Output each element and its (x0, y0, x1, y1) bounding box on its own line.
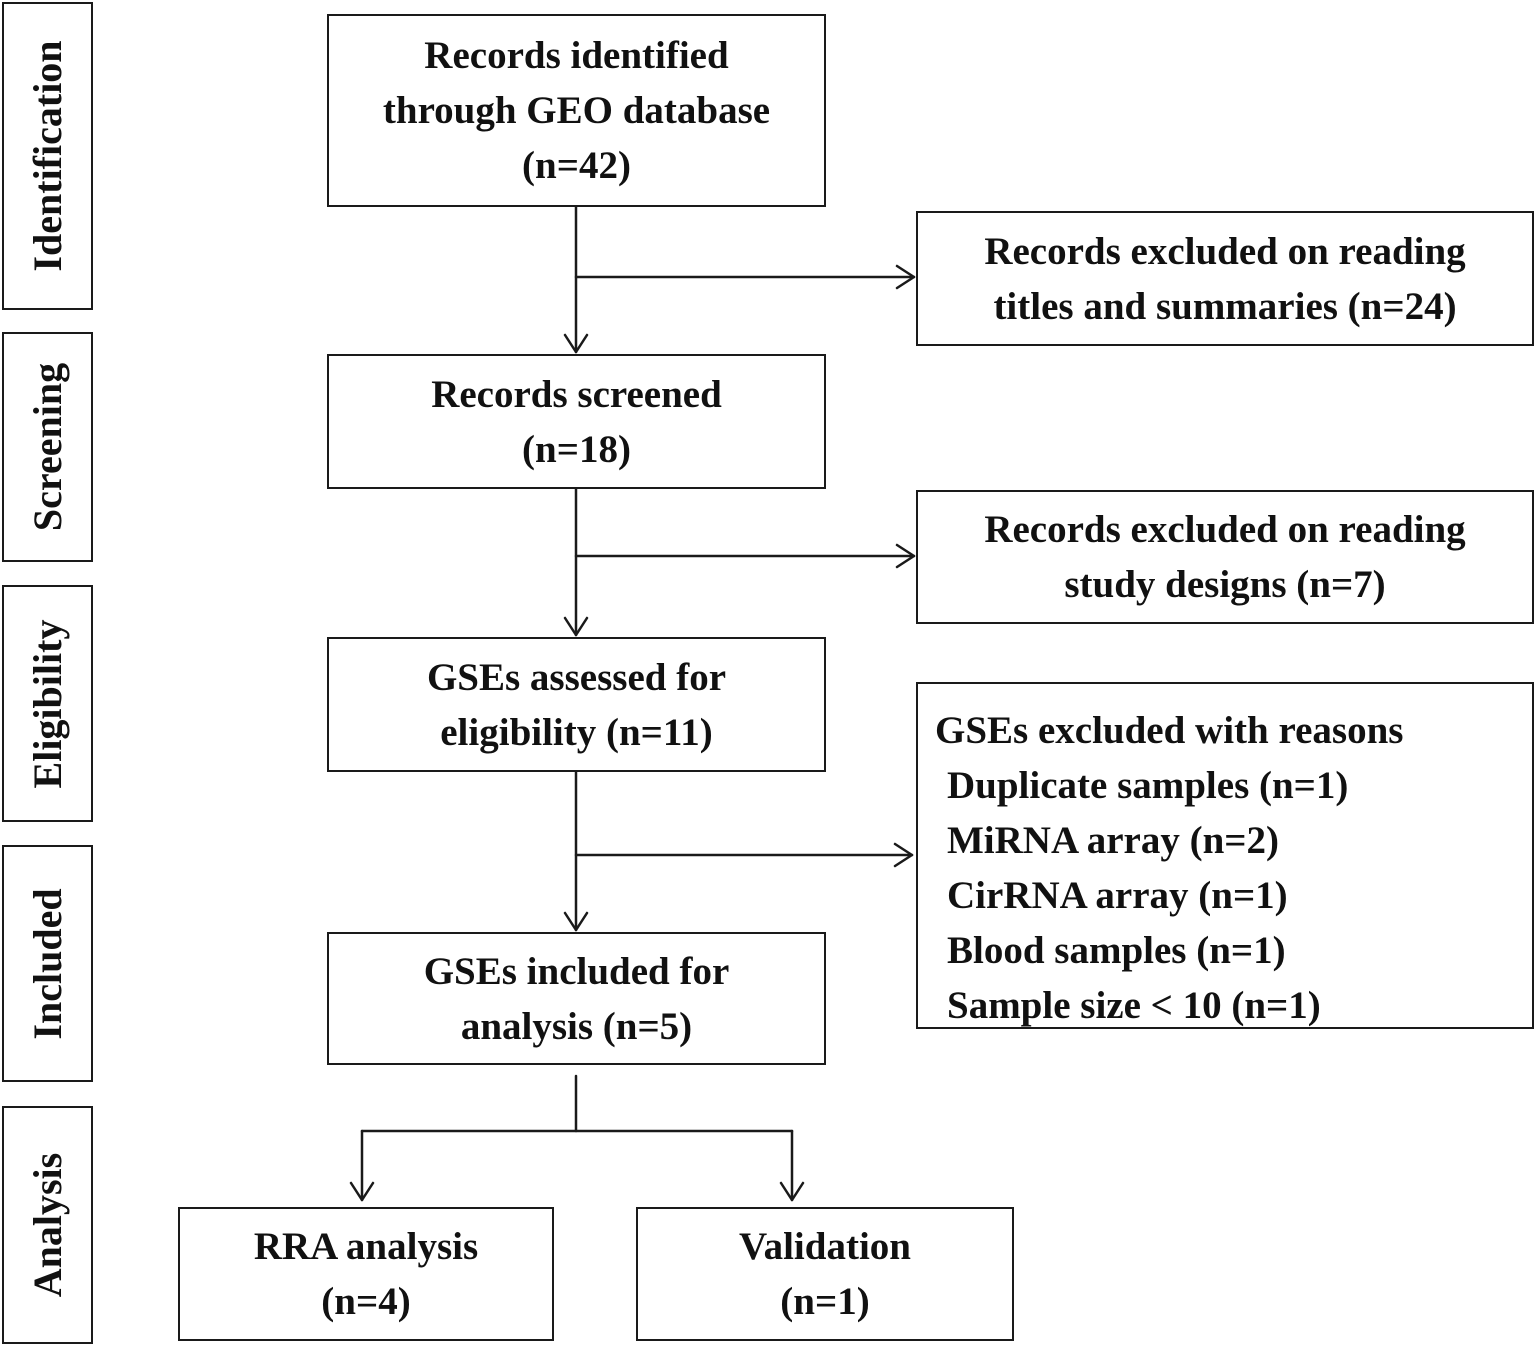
box-records-identified-line-2: through GEO database (382, 89, 771, 132)
arrowhead-excluded-designs (895, 543, 916, 569)
arrowhead-included (563, 911, 589, 932)
excluded-reason-item: Sample size < 10 (n=1) (947, 984, 1321, 1027)
excluded-reason-item: Blood samples (n=1) (947, 929, 1286, 972)
excluded-reasons-heading: GSEs excluded with reasons (935, 709, 1404, 752)
stage-identification: Identification (2, 2, 93, 310)
arrowhead-screened (563, 333, 589, 354)
arrowhead-rra (349, 1181, 375, 1202)
excluded-reason-item: CirRNA array (n=1) (947, 874, 1288, 917)
box-records-screened: Records screened (n=18) (327, 354, 826, 489)
box-validation: Validation (n=1) (636, 1207, 1014, 1341)
box-records-screened-line-1: Records screened (431, 372, 722, 416)
arrowhead-eligibility (563, 616, 589, 637)
box-gses-eligibility-line-1: GSEs assessed for (426, 655, 727, 699)
box-rra-analysis: RRA analysis (n=4) (178, 1207, 554, 1341)
stage-screening: Screening (2, 332, 93, 562)
arrowhead-validation (779, 1181, 805, 1202)
box-gses-included-line-2: analysis (n=5) (460, 1004, 693, 1048)
box-records-excluded-designs-line-1: Records excluded on reading (984, 508, 1466, 551)
excluded-reason-item: MiRNA array (n=2) (947, 819, 1279, 862)
box-records-excluded-designs: Records excluded on reading study design… (916, 490, 1534, 624)
arrowhead-excluded-titles (895, 264, 916, 290)
stage-eligibility: Eligibility (2, 585, 93, 822)
box-records-identified: Records identified through GEO database … (327, 14, 826, 207)
box-records-excluded-titles-line-1: Records excluded on reading (984, 229, 1466, 273)
excluded-reason-item: Duplicate samples (n=1) (947, 764, 1349, 807)
box-rra-analysis-line-1: RRA analysis (253, 1225, 479, 1268)
box-gses-included-line-1: GSEs included for (423, 949, 730, 993)
stage-analysis: Analysis (2, 1106, 93, 1344)
box-gses-eligibility-line-2: eligibility (n=11) (440, 710, 713, 754)
box-records-identified-line-1: Records identified (424, 34, 729, 77)
box-records-excluded-titles-line-2: titles and summaries (n=24) (993, 284, 1457, 328)
box-gses-eligibility: GSEs assessed for eligibility (n=11) (327, 637, 826, 772)
arrowhead-excluded-reasons (893, 842, 914, 868)
box-records-excluded-titles: Records excluded on reading titles and s… (916, 211, 1534, 346)
box-gses-excluded-reasons: GSEs excluded with reasons Duplicate sam… (916, 682, 1534, 1029)
box-rra-analysis-line-2: (n=4) (321, 1280, 411, 1323)
box-gses-included: GSEs included for analysis (n=5) (327, 932, 826, 1065)
box-records-excluded-designs-line-2: study designs (n=7) (1064, 563, 1386, 606)
box-validation-line-1: Validation (739, 1225, 911, 1268)
box-records-screened-line-2: (n=18) (522, 427, 631, 471)
stage-included: Included (2, 845, 93, 1082)
box-records-identified-line-3: (n=42) (522, 144, 631, 187)
box-validation-line-2: (n=1) (780, 1280, 870, 1323)
